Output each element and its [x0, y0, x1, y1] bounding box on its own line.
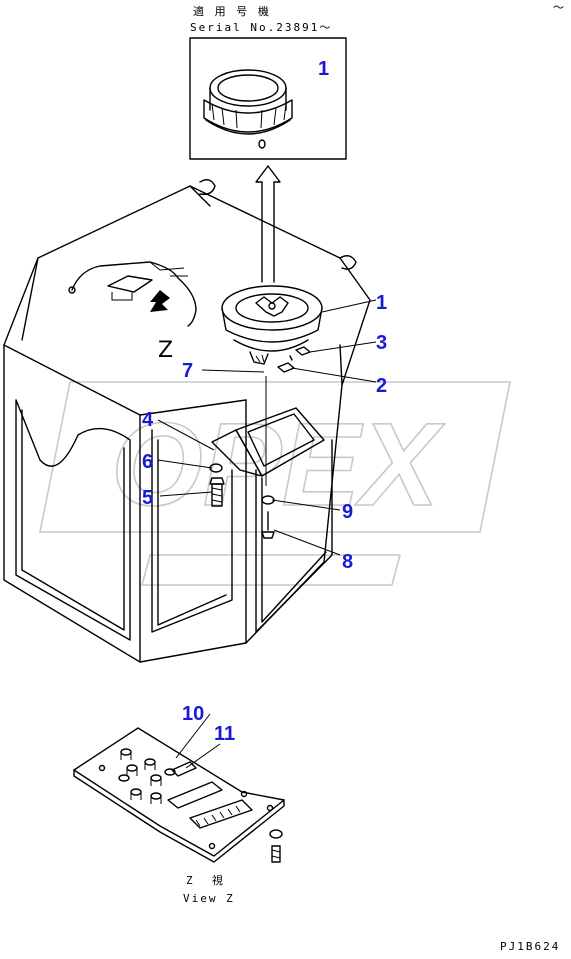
view-z-plate-detail — [73, 727, 285, 863]
callout-3: 3 — [376, 332, 387, 354]
view-z-marker: Z — [158, 338, 173, 363]
callout-6: 6 — [142, 451, 153, 473]
corner-mark: ～ — [553, 1, 566, 14]
callout-1-top: 1 — [318, 58, 329, 80]
callout-2: 2 — [376, 375, 387, 397]
callout-1: 1 — [376, 292, 387, 314]
serial-variant-detail-box — [189, 37, 347, 160]
fuel-tank — [3, 179, 371, 663]
applicable-serial-label-jp: 適 用 号 機 — [193, 4, 271, 18]
callout-11: 11 — [214, 723, 235, 745]
screw-and-washer — [261, 495, 275, 539]
upgrade-arrow — [255, 165, 281, 283]
callout-4: 4 — [142, 409, 154, 431]
drawing-code: PJ1B624 — [500, 940, 560, 953]
view-z-caption: View Z — [183, 892, 235, 905]
view-z-caption-jp: Z 視 — [186, 873, 225, 887]
callout-7: 7 — [182, 360, 193, 382]
serial-number-label: Serial No.23891～ — [190, 21, 332, 34]
callout-8: 8 — [342, 551, 353, 573]
callout-5: 5 — [142, 487, 153, 509]
bolt-and-washer — [209, 463, 225, 507]
watermark: OPEX — [39, 381, 511, 586]
sensor-harness — [68, 261, 197, 327]
filler-cap-assembly — [221, 285, 323, 373]
callout-10: 10 — [182, 703, 204, 725]
view-z-arrow — [150, 290, 170, 312]
callout-9: 9 — [342, 501, 353, 523]
cap-assembly-variant — [203, 69, 293, 149]
watermark-text: OPEX — [111, 399, 445, 531]
